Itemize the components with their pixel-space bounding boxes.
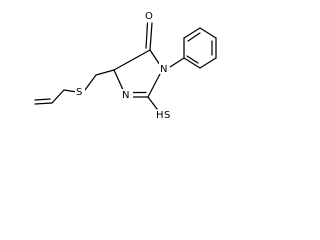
bond-ph-6 bbox=[183, 57, 201, 69]
atom-n1: N bbox=[160, 64, 167, 75]
bond-c2-s bbox=[147, 96, 158, 110]
bond-ph-3 bbox=[199, 27, 217, 39]
bond-c4-ch2 bbox=[95, 69, 115, 76]
atom-sulfur-thiol: S bbox=[164, 110, 170, 121]
bond-ph-inner-1 bbox=[187, 32, 201, 42]
bond-n1-c2 bbox=[147, 73, 161, 98]
bond-c4-c5 bbox=[113, 49, 151, 71]
bond-c5-o bbox=[149, 22, 153, 51]
molecule-structure: O N N H S S bbox=[34, 11, 217, 121]
bond-ph-5 bbox=[199, 57, 217, 69]
bond-c5-o-double bbox=[145, 22, 149, 49]
bond-s-ch2 bbox=[63, 89, 78, 93]
bond-ch2-s bbox=[84, 74, 97, 91]
bond-ch-ch2-double bbox=[34, 98, 51, 101]
bond-ph-inner-3 bbox=[186, 55, 199, 64]
atom-oxygen: O bbox=[145, 11, 153, 22]
bond-n1-ph bbox=[169, 57, 185, 68]
bond-ch-ch2 bbox=[34, 102, 53, 105]
bond-ch2-ch bbox=[51, 89, 65, 104]
atom-sulfur-thioether: S bbox=[76, 87, 82, 98]
bond-n3-c4 bbox=[113, 69, 125, 93]
structure-canvas: O N N H S S bbox=[0, 0, 253, 126]
atom-n3: N bbox=[122, 90, 129, 101]
atom-h-thiol: H bbox=[156, 110, 164, 121]
bond-ph-2 bbox=[183, 27, 201, 39]
